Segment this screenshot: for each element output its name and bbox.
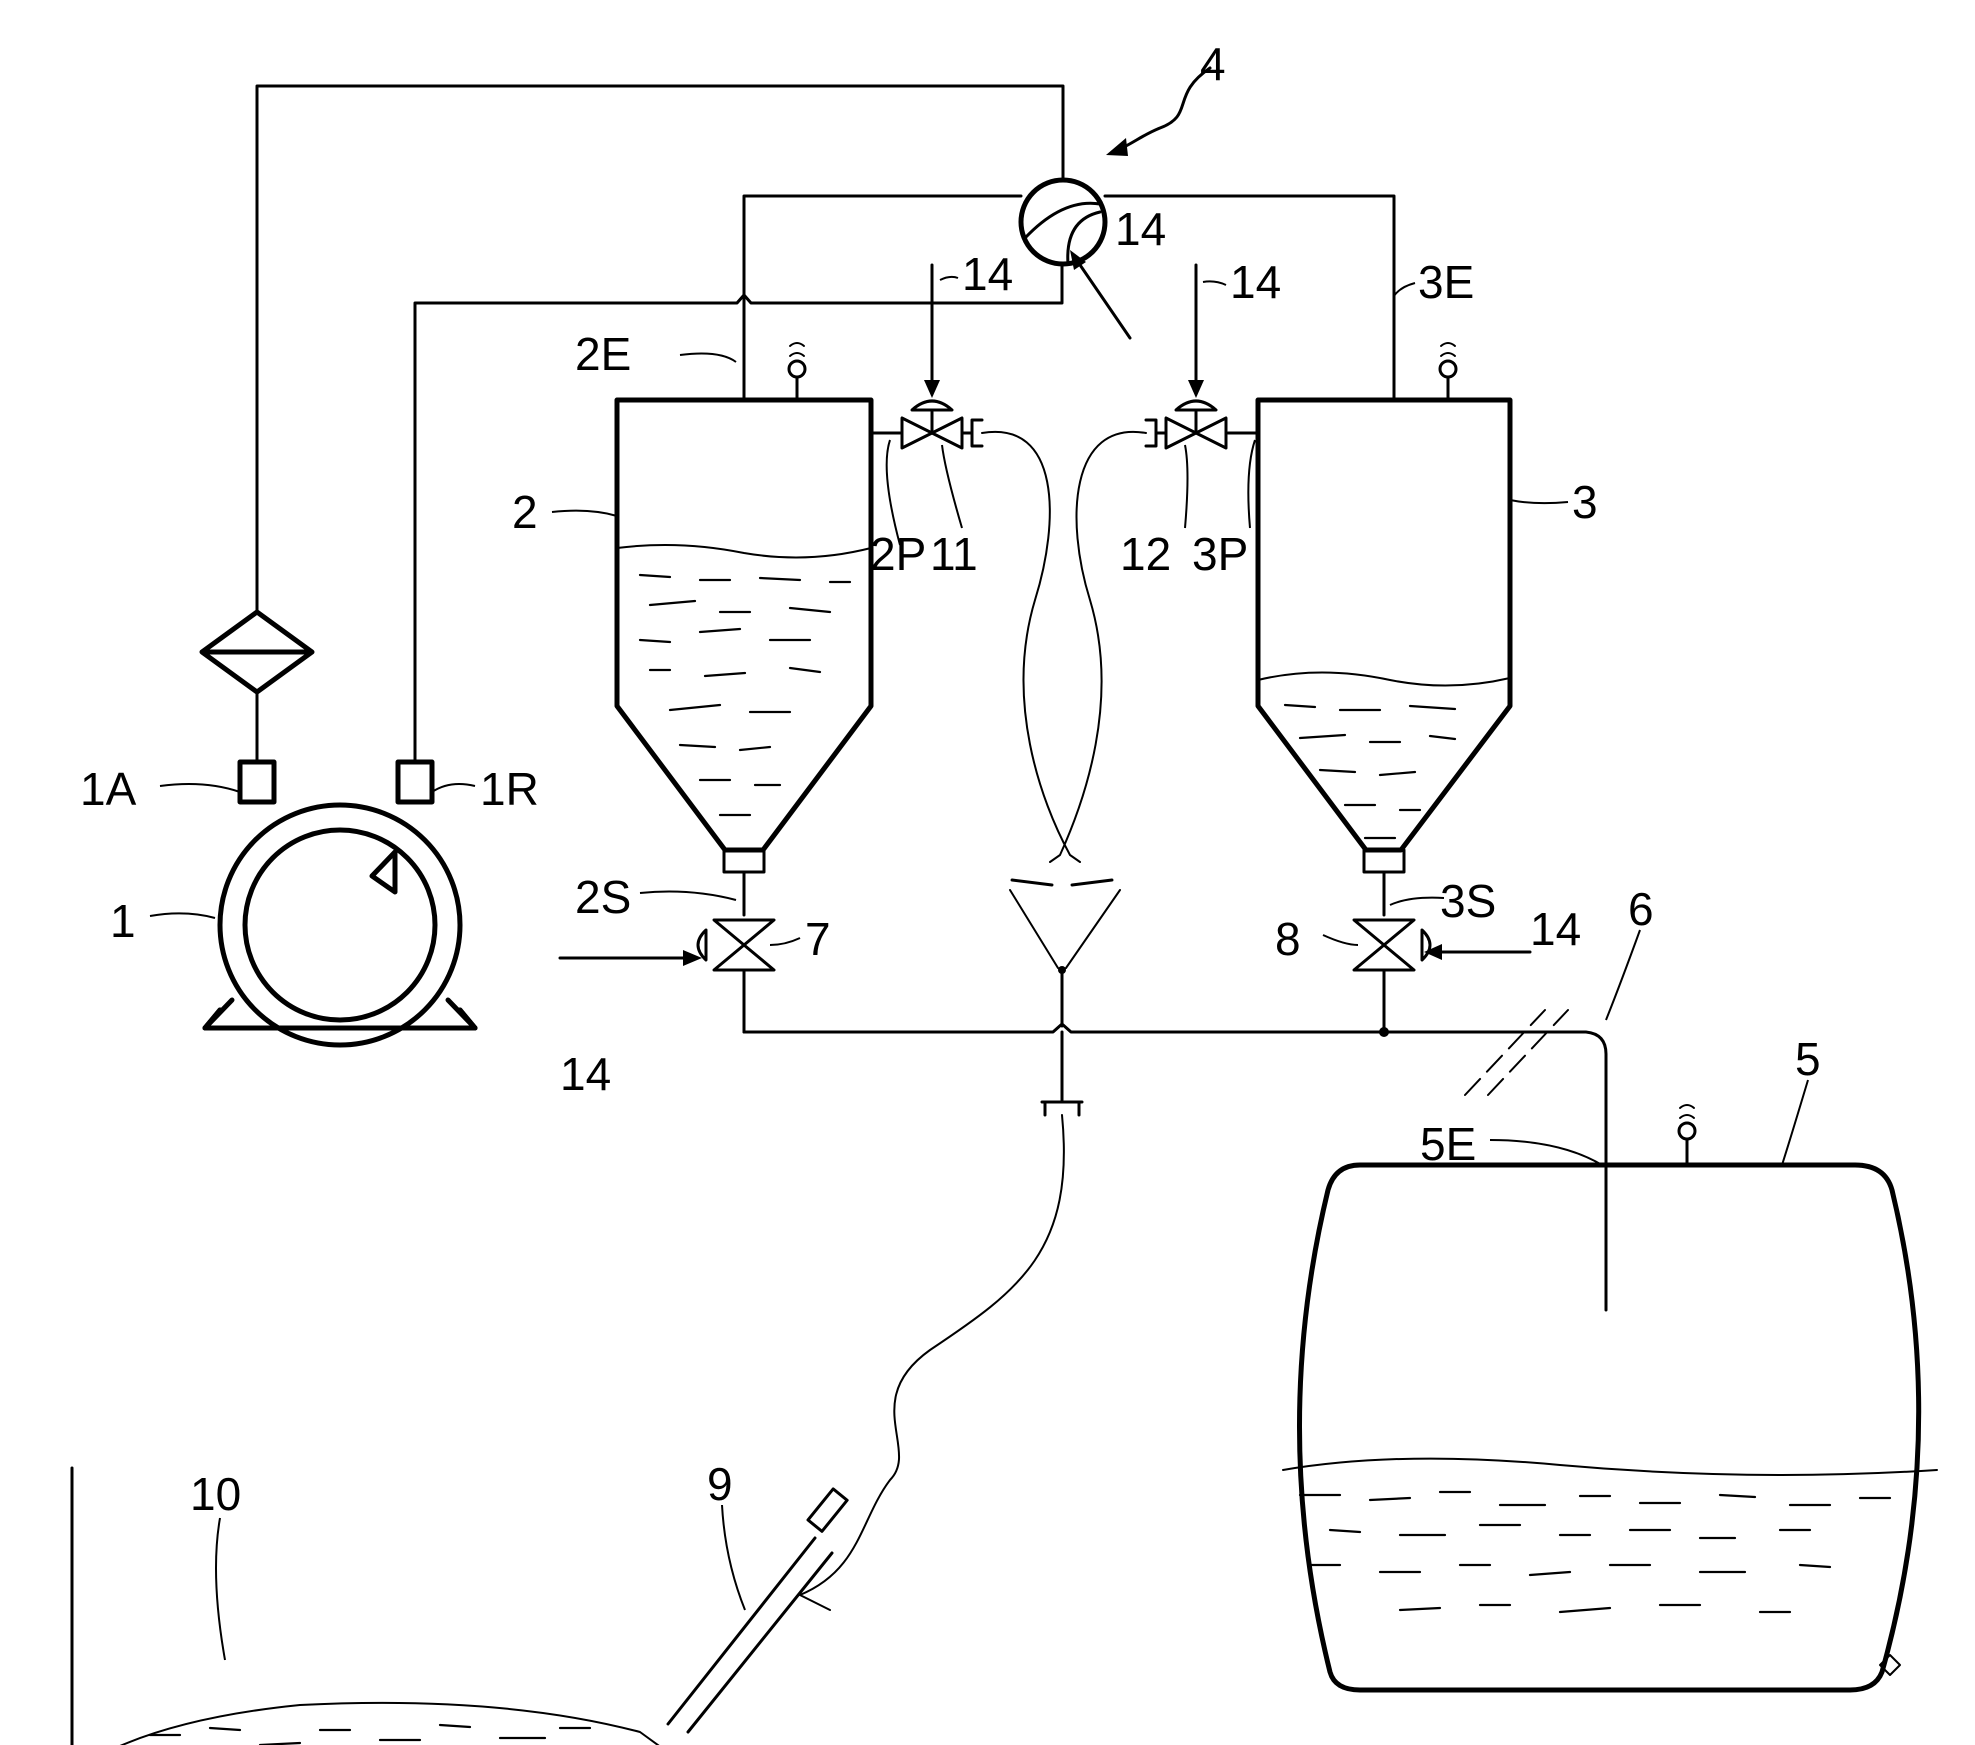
label-11: 11 (930, 528, 978, 580)
tank-3 (1255, 397, 1513, 917)
tank-5 (1282, 1162, 1938, 1693)
valve-11 (869, 399, 984, 450)
label-5e: 5E (1420, 1118, 1476, 1170)
label-12: 12 (1120, 528, 1171, 580)
label-3e: 3E (1418, 256, 1474, 308)
label-14-d: 14 (560, 1048, 611, 1100)
label-3s: 3S (1440, 875, 1496, 927)
label-14-c: 14 (1230, 256, 1281, 308)
label-6: 6 (1628, 883, 1654, 935)
label-1: 1 (110, 895, 136, 947)
label-9: 9 (707, 1458, 733, 1510)
gauge-icon (1438, 342, 1458, 402)
valve-8 (1352, 918, 1432, 972)
label-10: 10 (190, 1468, 241, 1520)
label-2: 2 (512, 486, 538, 538)
vacuum-pump (202, 759, 478, 1048)
label-14-a: 14 (962, 248, 1013, 300)
four-way-valve (1018, 177, 1108, 267)
label-2s: 2S (575, 871, 631, 923)
gauge-icon (787, 342, 807, 402)
valve-7 (696, 918, 776, 972)
gauge-icon (1677, 1104, 1697, 1167)
label-14-e: 14 (1530, 903, 1581, 955)
valve-12 (1144, 399, 1260, 450)
label-4: 4 (1200, 38, 1226, 90)
label-14-b: 14 (1115, 203, 1166, 255)
label-3: 3 (1572, 476, 1598, 528)
air-inlet-arrows (558, 250, 1532, 966)
label-1a: 1A (80, 763, 137, 815)
label-1r: 1R (480, 763, 539, 815)
label-5: 5 (1795, 1033, 1821, 1085)
pump-outlet-1r (395, 759, 435, 805)
label-3p: 3P (1192, 528, 1248, 580)
pump-inlet-1a (237, 759, 277, 805)
rotation-arrow-icon (369, 849, 398, 895)
label-2e: 2E (575, 328, 631, 380)
tank-2 (614, 397, 874, 917)
label-2p: 2P (870, 528, 926, 580)
material-pile (70, 1466, 660, 1745)
label-7: 7 (805, 913, 831, 965)
suction-lance (666, 1487, 849, 1734)
label-8: 8 (1275, 913, 1301, 965)
